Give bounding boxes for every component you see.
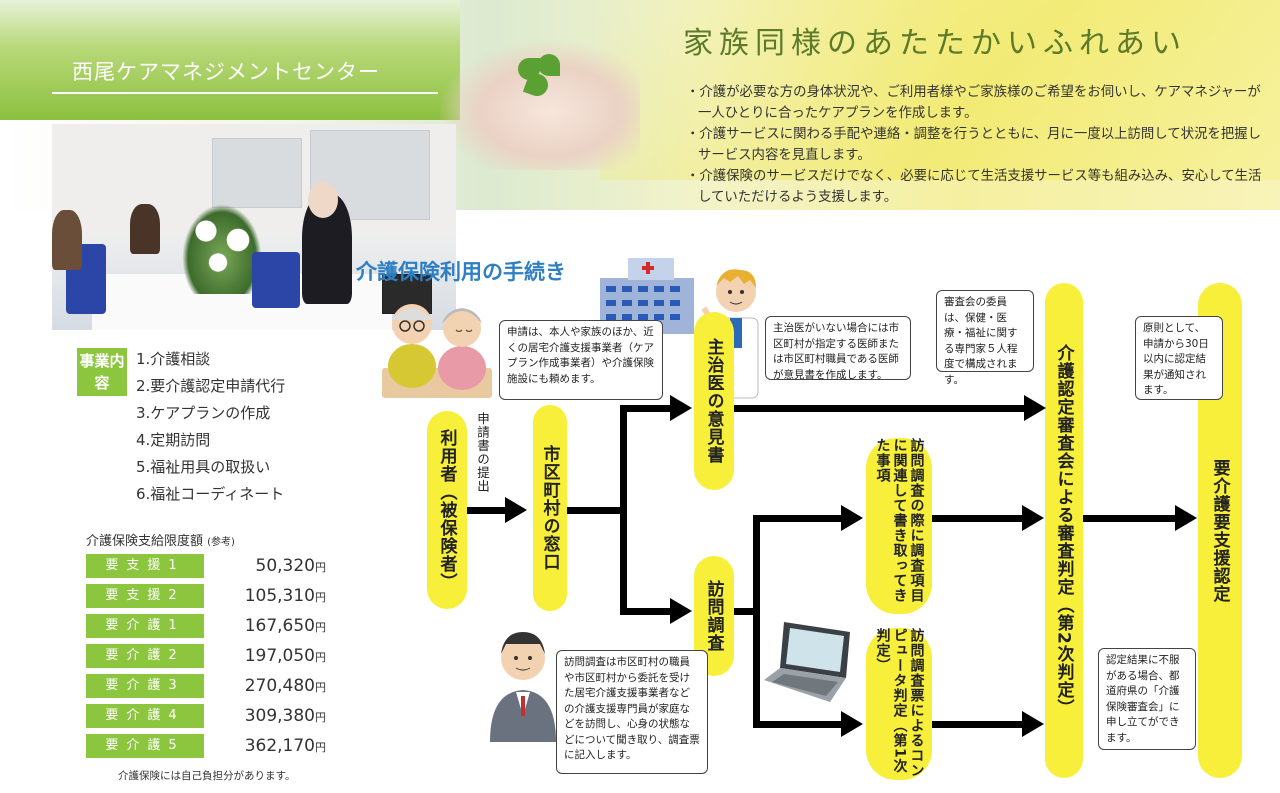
services-badge: 事業内容 (77, 348, 127, 396)
company-name: 西尾ケアマネジメントセンター (72, 60, 380, 84)
arrow-icon (1175, 505, 1197, 531)
service-item: 1.介護相談 (136, 350, 211, 368)
service-item: 2.要介護認定申請代行 (136, 377, 286, 395)
intro-bullet: ・介護サービスに関わる手配や連絡・調整を行うとともに、月に一度以上訪問して状況を… (686, 127, 1261, 163)
limit-value: 309,380円 (244, 706, 326, 726)
connector-line (753, 515, 760, 728)
pill-committee-judgment: 介護認定審査会による審査判定（第2次判定） (1045, 283, 1083, 778)
laptop-icon (764, 622, 850, 702)
limit-row: 要介護2 197,050円 (86, 644, 326, 668)
office-photo (52, 124, 456, 330)
arrow-icon (670, 598, 692, 624)
connector-line (932, 721, 1024, 728)
arrow-icon (1024, 395, 1046, 421)
services-list: 1.介護相談 2.要介護認定申請代行 3.ケアプランの作成 4.定期訪問 5.福… (136, 346, 285, 508)
bubble-doctor: 主治医がいない場合には市区町村が指定する医師または市区町村職員である医師が意見書… (765, 316, 911, 381)
arrow-icon (670, 395, 692, 421)
pill-visit-notes: 訪問調査の際に調査項目に関連して書き取ってきた事項 (866, 438, 932, 614)
service-item: 4.定期訪問 (136, 431, 211, 449)
connector-line (620, 608, 672, 615)
connector-line (753, 515, 843, 522)
service-item: 3.ケアプランの作成 (136, 404, 271, 422)
limit-level: 要支援2 (86, 584, 204, 608)
pill-doctor-opinion: 主治医の意見書 (694, 312, 734, 490)
bubble-home-visit: 訪問調査は市区町村の職員や市区町村から委託を受けた居宅介護支援事業者などの介護支… (556, 650, 708, 774)
limit-level: 要介護4 (86, 704, 204, 728)
service-item: 6.福祉コーディネート (136, 485, 285, 503)
arrow-icon (1022, 505, 1044, 531)
intro-bullets: ・介護が必要な方の身体状況や、ご利用者様やご家族様のご希望をお伺いし、ケアマネジ… (686, 82, 1266, 208)
pill-computer-judgment: 訪問調査票によるコンピュータ判定（第1次判定） (866, 628, 932, 780)
limit-value: 270,480円 (244, 676, 326, 696)
arrow-icon (841, 505, 863, 531)
limit-row: 要介護3 270,480円 (86, 674, 326, 698)
connector-line (753, 721, 843, 728)
pill-municipal-window: 市区町村の窓口 (533, 405, 567, 611)
investigator-icon (490, 632, 556, 742)
bubble-committee: 審査会の委員は、保健・医療・福祉に関する専門家５人程度で構成されます。 (936, 290, 1034, 386)
arrow-icon (505, 497, 527, 523)
limit-level: 要介護3 (86, 674, 204, 698)
limit-value: 362,170円 (244, 736, 326, 756)
limit-row: 要介護4 309,380円 (86, 704, 326, 728)
photo-chair (252, 252, 300, 308)
slogan: 家族同様のあたたかいふれあい (683, 26, 1187, 61)
limit-row: 要支援1 50,320円 (86, 554, 326, 578)
connector-line (932, 515, 1024, 522)
service-item: 5.福祉用具の取扱い (136, 458, 271, 476)
limit-value: 105,310円 (244, 586, 326, 606)
bubble-appeal: 認定結果に不服がある場合、都道府県の「介護保険審査会」に申し立てができます。 (1098, 648, 1196, 750)
pill-user: 利用者（被保険者） (427, 411, 467, 609)
connector-line (1083, 515, 1177, 522)
limit-row: 要介護5 362,170円 (86, 734, 326, 758)
photo-person (130, 204, 160, 254)
photo-person (52, 210, 82, 270)
photo-person-face (308, 182, 338, 218)
company-underline (52, 92, 438, 94)
limit-row: 要支援2 105,310円 (86, 584, 326, 608)
limit-value: 167,650円 (244, 616, 326, 636)
header-yellow-glow (600, 0, 1280, 180)
submit-label: 申請書の提出 (475, 412, 490, 493)
limit-title: 介護保険支給限度額 (参考) (86, 534, 235, 549)
arrow-icon (841, 711, 863, 737)
intro-bullet: ・介護が必要な方の身体状況や、ご利用者様やご家族様のご希望をお伺いし、ケアマネジ… (686, 85, 1261, 121)
limit-level: 要介護2 (86, 644, 204, 668)
limit-row: 要介護1 167,650円 (86, 614, 326, 638)
intro-bullet: ・介護保険のサービスだけでなく、必要に応じて生活支援サービス等も組み込み、安心し… (686, 169, 1262, 205)
connector-line (467, 507, 507, 514)
connector-line (620, 405, 672, 412)
photo-cabinet (212, 138, 302, 208)
flow-title: 介護保険利用の手続き (356, 260, 566, 284)
arrow-icon (1022, 711, 1044, 737)
bubble-30-days: 原則として、申請から30日以内に認定結果が通知されます。 (1135, 316, 1223, 400)
elderly-couple-icon (382, 304, 492, 398)
connector-line (567, 507, 623, 514)
copay-note: 介護保険には自己負担分があります。 (118, 770, 296, 782)
connector-line (734, 608, 760, 615)
limit-level: 要支援1 (86, 554, 204, 578)
limit-level: 要介護5 (86, 734, 204, 758)
clover-leaf-icon (538, 54, 560, 76)
limit-value: 197,050円 (244, 646, 326, 666)
photo-flowers (182, 204, 262, 294)
connector-line (734, 405, 1026, 412)
header-green-band (0, 0, 460, 120)
pill-home-visit: 訪問調査 (694, 556, 734, 676)
hands-with-clover-image (440, 40, 640, 170)
limit-level: 要介護1 (86, 614, 204, 638)
bubble-application: 申請は、本人や家族のほか、近くの居宅介護支援事業者（ケアプラン作成事業者）や介護… (499, 320, 663, 400)
limit-value: 50,320円 (255, 556, 326, 576)
connector-line (620, 405, 627, 615)
